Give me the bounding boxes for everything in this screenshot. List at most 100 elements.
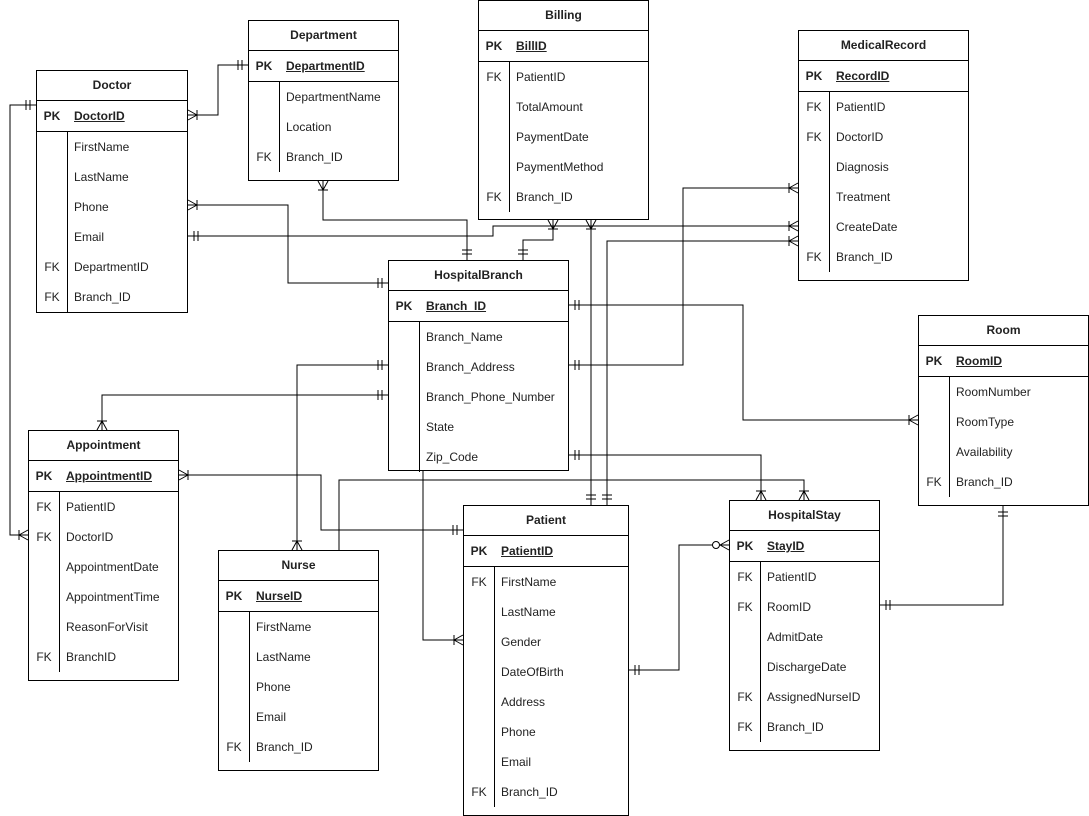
field-name: TotalAmount <box>516 100 583 114</box>
attribute-row[interactable]: Availability <box>919 437 1088 467</box>
attribute-row[interactable]: ReasonForVisit <box>29 612 178 642</box>
rel-nurse-stay <box>338 479 805 550</box>
rel-medicalrecord-patient <box>606 240 798 505</box>
attribute-row[interactable]: RoomNumber <box>919 377 1088 407</box>
key-marker: FK <box>471 575 487 589</box>
field-name: Address <box>501 695 546 709</box>
attribute-row[interactable]: TotalAmount <box>479 92 648 122</box>
attribute-row[interactable]: DateOfBirth <box>464 657 628 687</box>
field-name: PatientID <box>516 70 566 84</box>
attribute-row[interactable]: Email <box>464 747 628 777</box>
field-name: Phone <box>501 725 536 739</box>
attribute-row[interactable]: Location <box>249 112 398 142</box>
key-marker: FK <box>44 260 60 274</box>
field-name: Branch_ID <box>836 250 893 264</box>
attribute-row[interactable]: Diagnosis <box>799 152 968 182</box>
attribute-row[interactable]: LastName <box>464 597 628 627</box>
attribute-row[interactable]: Email <box>37 222 187 252</box>
attribute-row[interactable]: FK PatientID <box>479 62 648 92</box>
attribute-row[interactable]: Branch_Name <box>389 322 568 352</box>
rel-branch-patient <box>422 471 463 641</box>
rel-department-branch <box>322 181 468 260</box>
field-name: Zip_Code <box>426 450 479 464</box>
attribute-row[interactable]: Email <box>219 702 378 732</box>
key-marker: FK <box>486 70 502 84</box>
attribute-row[interactable]: PaymentDate <box>479 122 648 152</box>
attribute-row[interactable]: Gender <box>464 627 628 657</box>
field-name: DepartmentID <box>286 59 365 73</box>
field-name: PaymentDate <box>516 130 589 144</box>
attribute-row[interactable]: DepartmentName <box>249 82 398 112</box>
entity-title: Billing <box>479 1 648 31</box>
field-name: Branch_Address <box>426 360 515 374</box>
rel-branch-stay <box>569 454 762 500</box>
attribute-row[interactable]: Phone <box>37 192 187 222</box>
attribute-row[interactable]: PaymentMethod <box>479 152 648 182</box>
attribute-row[interactable]: Zip_Code <box>389 442 568 472</box>
attribute-row[interactable]: AppointmentTime <box>29 582 178 612</box>
attribute-row[interactable]: LastName <box>37 162 187 192</box>
attribute-row[interactable]: CreateDate <box>799 212 968 242</box>
attribute-row[interactable]: FirstName <box>219 612 378 642</box>
attribute-row[interactable]: AdmitDate <box>730 622 879 652</box>
attribute-row[interactable]: DischargeDate <box>730 652 879 682</box>
field-name: Email <box>256 710 287 724</box>
attribute-row[interactable]: Branch_Phone_Number <box>389 382 568 412</box>
attribute-row[interactable]: Address <box>464 687 628 717</box>
attribute-row[interactable]: Branch_Address <box>389 352 568 382</box>
field-name: RoomID <box>767 600 812 614</box>
attribute-row[interactable]: AppointmentDate <box>29 552 178 582</box>
attribute-row[interactable]: RoomType <box>919 407 1088 437</box>
attribute-row[interactable]: Phone <box>464 717 628 747</box>
attribute-row[interactable]: LastName <box>219 642 378 672</box>
rel-doctor-department <box>188 64 248 116</box>
key-marker: FK <box>471 785 487 799</box>
attribute-row[interactable]: FirstName <box>37 132 187 162</box>
field-name: DoctorID <box>66 530 114 544</box>
attribute-row[interactable]: Phone <box>219 672 378 702</box>
attribute-row[interactable]: Treatment <box>799 182 968 212</box>
key-marker: FK <box>737 690 753 704</box>
attribute-row[interactable]: State <box>389 412 568 442</box>
